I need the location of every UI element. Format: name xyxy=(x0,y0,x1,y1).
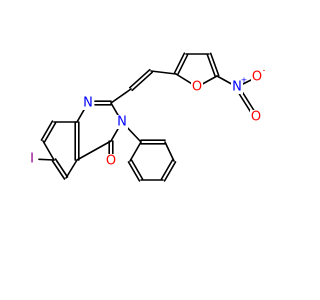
bond-fc2-fc3-a xyxy=(176,54,189,76)
bond-fc5-nn xyxy=(216,75,232,85)
bond-ph3-ph4-a xyxy=(160,159,174,180)
bond-fc5-fo xyxy=(202,75,218,85)
atom-label-iodine: I xyxy=(30,152,34,167)
bond-ph5-ph6-a xyxy=(130,159,144,180)
bond-c7-c8-a xyxy=(43,122,57,143)
atom-label-bg-nitro-o-top xyxy=(251,70,263,84)
atom-label-bg-iodine xyxy=(26,152,38,166)
bond-nn-no2-b xyxy=(241,91,255,111)
bond-fo-fc2 xyxy=(175,73,192,85)
bond-ph6-ph1 xyxy=(129,141,142,162)
atom-label-bg-furan-o xyxy=(191,80,203,94)
bond-c5-c6-b xyxy=(51,160,66,180)
atom-label-furan-o: O xyxy=(192,80,202,95)
bond-fc4-fc5-a xyxy=(206,53,217,78)
atom-charge-nitro-n: + xyxy=(241,76,248,85)
bond-nn-no2-a xyxy=(238,93,252,113)
bond-ph5-ph6-b xyxy=(127,161,141,182)
bond-c6-c7 xyxy=(42,140,55,161)
bonds-group xyxy=(38,52,255,182)
atom-charge-nitro-o-top: - xyxy=(263,66,266,75)
atom-label-bg-carbonyl-o xyxy=(105,154,117,168)
atom-label-nitro-o-top: O xyxy=(252,70,262,85)
atom-label-bg-n1 xyxy=(82,96,94,110)
bond-cv1-cv2-b xyxy=(128,68,151,89)
atom-label-n3: N xyxy=(117,115,127,130)
atom-label-bg-nitro-o-bottom xyxy=(250,110,262,124)
atom-label-carbonyl-o: O xyxy=(106,154,116,169)
bond-c5-c6-a xyxy=(54,158,69,178)
bond-c8a-n1 xyxy=(76,108,86,123)
atom-label-bg-nitro-n xyxy=(231,80,243,94)
bond-c4-c4a xyxy=(76,140,112,161)
atom-label-bg-n3 xyxy=(116,115,128,129)
bond-c4a-c5 xyxy=(65,159,78,179)
bond-fc2-fc3-b xyxy=(173,52,186,74)
bond-c6-i xyxy=(38,158,55,161)
bond-ph3-ph4-b xyxy=(163,161,177,182)
bond-cv2-fc2 xyxy=(150,70,177,75)
bond-c2-n3 xyxy=(110,102,120,117)
bond-fc4-fc5-b xyxy=(209,52,220,77)
bond-n3-c4 xyxy=(110,127,120,142)
bond-n3-ph1 xyxy=(126,126,142,143)
bond-c7-c8-b xyxy=(40,120,54,141)
atom-label-nitro-o-bottom: O xyxy=(251,110,261,125)
atom-label-nitro-n: N xyxy=(232,80,242,95)
bond-nn-no1 xyxy=(242,79,252,85)
bond-cv1-cv2-a xyxy=(131,71,154,92)
bond-ph2-ph3 xyxy=(164,141,175,162)
atom-label-n1: N xyxy=(83,96,93,111)
bond-c2-cv1 xyxy=(110,88,132,104)
